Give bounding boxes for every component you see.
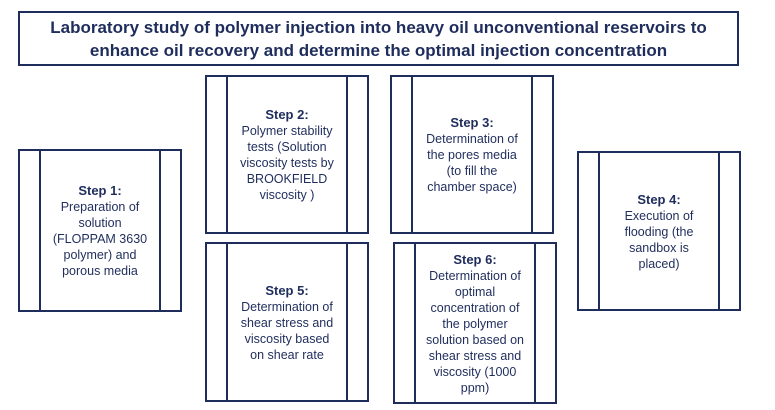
- step-6-label: Step 6:: [453, 251, 497, 267]
- step-4-box: Step 4: Execution of flooding (the sandb…: [577, 151, 741, 311]
- step-5-text: Determination of shear stress and viscos…: [240, 299, 334, 362]
- step-3-text: Determination of the pores media (to fil…: [426, 132, 518, 194]
- step-1-text: Preparation of solution (FLOPPAM 3630 po…: [52, 200, 148, 278]
- step-2-label: Step 2:: [265, 107, 309, 122]
- step-2-text: Polymer stability tests (Solution viscos…: [240, 124, 334, 202]
- step-1-box: Step 1: Preparation of solution (FLOPPAM…: [18, 149, 182, 312]
- step-2-box: Step 2: Polymer stability tests (Solutio…: [205, 75, 369, 234]
- step-3-label: Step 3:: [450, 115, 494, 130]
- step-5-label: Step 5:: [265, 282, 309, 298]
- step-4-text: Execution of flooding (the sandbox is pl…: [624, 208, 694, 271]
- step-4-label: Step 4:: [637, 191, 681, 207]
- step-6-box: Step 6: Determination of optimal concent…: [393, 242, 557, 404]
- diagram-title: Laboratory study of polymer injection in…: [50, 17, 707, 60]
- step-1-label: Step 1:: [78, 183, 122, 198]
- step-5-box: Step 5: Determination of shear stress an…: [205, 242, 369, 402]
- step-6-text: Determination of optimal concentration o…: [426, 268, 524, 395]
- step-3-box: Step 3: Determination of the pores media…: [390, 75, 554, 234]
- title-box: Laboratory study of polymer injection in…: [18, 11, 739, 66]
